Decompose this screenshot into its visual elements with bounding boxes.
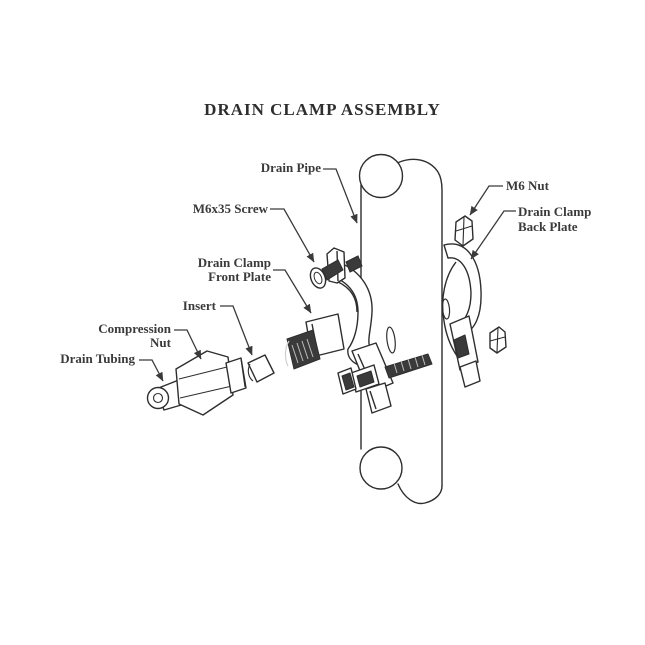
nut-extension: [225, 357, 247, 394]
m6x35-screw-drawing: [309, 255, 363, 289]
leader-lines: [139, 168, 516, 382]
pipe-top-opening: [358, 153, 404, 199]
label-front-plate-line1: Drain Clamp: [197, 255, 271, 270]
leader-insert: [220, 305, 253, 356]
label-compression-nut: Compression Nut: [98, 322, 171, 350]
label-drain-tubing: Drain Tubing: [60, 351, 135, 366]
label-back-plate-line2: Back Plate: [518, 219, 578, 234]
leader-m6x35-screw: [270, 208, 315, 263]
leader-front-plate: [273, 269, 312, 314]
label-compression-line1: Compression: [98, 321, 171, 336]
back-plate-drawing: [441, 243, 482, 388]
lower-plate: [365, 382, 392, 414]
leader-drain-pipe: [323, 168, 358, 224]
threaded-boss-drawing: [284, 329, 321, 370]
compression-fitting-drawing: [146, 350, 275, 416]
pipe-slot-details: [386, 298, 451, 354]
leader-m6-nut: [469, 185, 503, 216]
lower-lug-screw-drawing: [337, 342, 433, 414]
label-back-plate: Drain Clamp Back Plate: [518, 204, 591, 234]
label-back-plate-line1: Drain Clamp: [518, 204, 592, 219]
m6-nut-side-drawing: [489, 326, 507, 354]
diagram-title: DRAIN CLAMP ASSEMBLY: [204, 100, 441, 119]
compression-nut-body: [175, 350, 234, 416]
insert-body: [247, 354, 275, 383]
label-front-plate-line2: Front Plate: [208, 269, 271, 284]
label-m6x35-screw: M6x35 Screw: [192, 201, 268, 216]
leader-back-plate: [470, 210, 516, 260]
clamp-screw-shaft: [384, 353, 433, 379]
m6-nut-top-drawing: [454, 215, 474, 247]
label-m6-nut: M6 Nut: [506, 178, 549, 193]
drain-pipe-drawing: [358, 153, 443, 505]
label-insert: Insert: [182, 298, 216, 313]
leader-compression: [174, 329, 202, 360]
label-drain-pipe: Drain Pipe: [260, 160, 321, 175]
pipe-bottom-opening: [359, 446, 403, 490]
label-compression-line2: Nut: [150, 335, 171, 350]
drain-tubing-end: [146, 386, 170, 410]
label-front-plate: Drain Clamp Front Plate: [198, 256, 271, 284]
leader-drain-tubing: [139, 359, 164, 382]
